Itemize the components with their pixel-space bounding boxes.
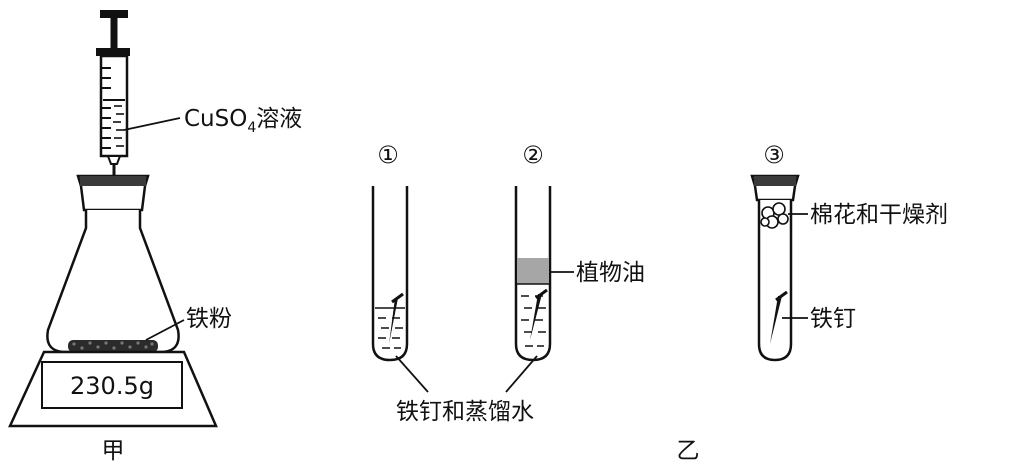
iron-nail-2 <box>530 288 548 340</box>
caption-yi: 乙 <box>677 438 700 464</box>
tube-1-number: ① <box>377 141 399 169</box>
test-tube-2 <box>514 186 552 362</box>
test-tube-3 <box>750 174 800 362</box>
cuso4-formula: CuSO <box>184 106 247 132</box>
tube-2-number: ② <box>522 141 544 169</box>
apparatus-jia: CuSO4溶液 铁粉 230.5g 甲 <box>8 10 302 464</box>
tube-3-number: ③ <box>763 141 785 169</box>
iron-nail-3 <box>770 290 788 344</box>
electronic-balance: 230.5g <box>8 350 218 428</box>
iron-nail-1 <box>389 292 404 344</box>
iron-nail-label: 铁钉 <box>810 306 856 332</box>
apparatus-yi: ① ② <box>371 141 948 464</box>
vegetable-oil-label: 植物油 <box>576 260 645 286</box>
iron-powder-label: 铁粉 <box>186 306 232 332</box>
cotton-and-desiccant-label: 棉花和干燥剂 <box>810 202 948 228</box>
nail-and-distilled-water-label: 铁钉和蒸馏水 <box>396 399 534 425</box>
balance-reading: 230.5g <box>70 372 154 400</box>
vegetable-oil-layer <box>517 258 549 284</box>
iron-powder <box>68 340 158 352</box>
syringe <box>96 10 130 178</box>
cuso4-solution-word: 溶液 <box>256 106 302 132</box>
cotton-and-desiccant <box>760 202 789 229</box>
caption-jia: 甲 <box>102 438 125 464</box>
erlenmeyer-flask <box>46 210 180 354</box>
cuso4-subscript: 4 <box>247 120 256 136</box>
cuso4-solution-label: CuSO4溶液 <box>184 106 302 136</box>
test-tube-1 <box>371 186 409 362</box>
